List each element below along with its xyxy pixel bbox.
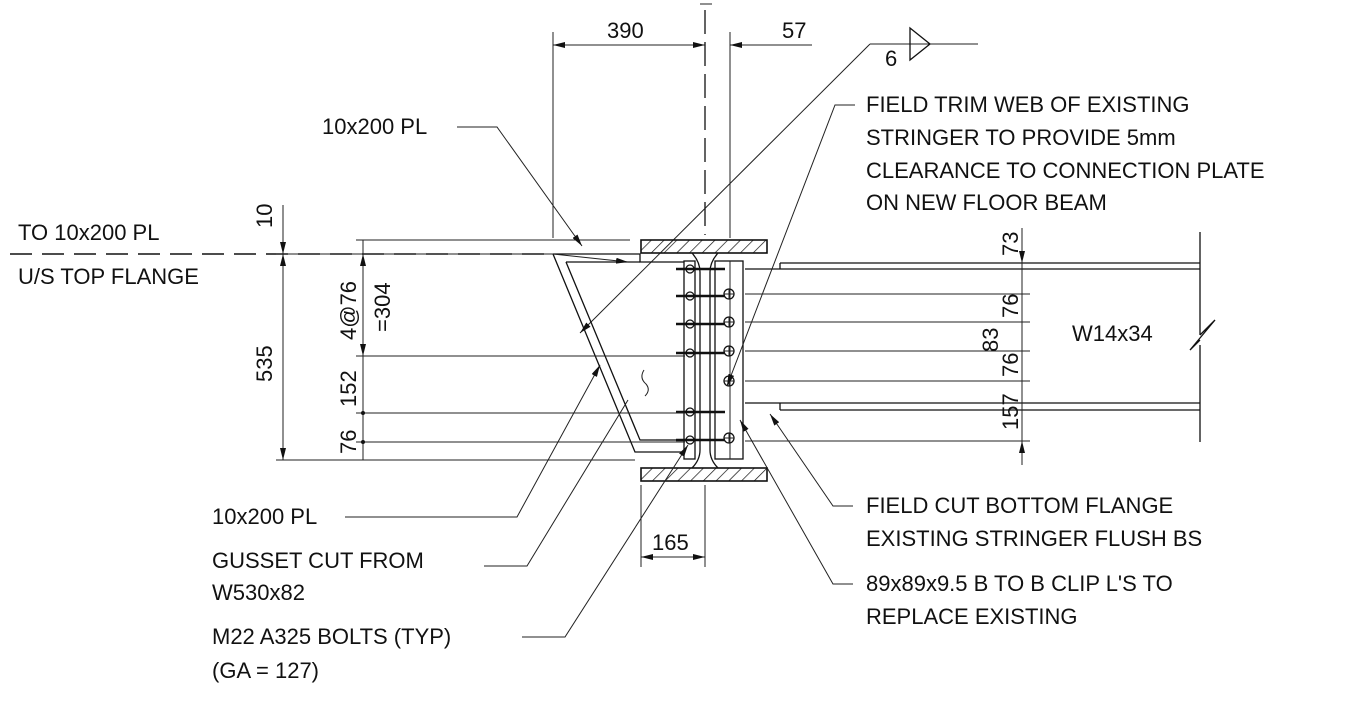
left-dimension-chain: 10 535 4@76 =304 152 76: [252, 204, 685, 461]
existing-stringer: [745, 232, 1216, 442]
dimension-165-label: 165: [652, 530, 689, 555]
floor-beam-bottom-flange: [640, 467, 768, 482]
bolt: [676, 319, 725, 329]
dimension-390: 390: [552, 18, 705, 238]
weld-size-label: 6: [885, 46, 897, 71]
dimension-10-label: 10: [252, 204, 277, 228]
clip-note-line-2: REPLACE EXISTING: [866, 604, 1078, 629]
leader-lines: [345, 104, 855, 638]
weld-symbol: 6: [579, 26, 978, 334]
dimension-390-label: 390: [607, 18, 644, 43]
bolt-group: [676, 264, 725, 445]
underside-flange-label: U/S TOP FLANGE: [18, 264, 199, 289]
dimension-83-label: 83: [978, 328, 1003, 352]
bolt: [676, 291, 725, 301]
plate-label-bottom: 10x200 PL: [212, 504, 317, 529]
bolts-label-line-1: M22 A325 BOLTS (TYP): [212, 624, 451, 649]
top-plate-reference-label: TO 10x200 PL: [18, 220, 159, 245]
cut-note-line-1: FIELD CUT BOTTOM FLANGE: [866, 493, 1173, 518]
dimension-76a-label: 76: [998, 294, 1023, 318]
dimension-152-label: 152: [336, 370, 361, 407]
dimension-76b-label: 76: [998, 353, 1023, 377]
dimension-76-left-label: 76: [336, 430, 361, 454]
dimension-57: 57: [729, 18, 812, 238]
floor-beam-top-flange: [640, 239, 768, 254]
cut-note-line-2: EXISTING STRINGER FLUSH BS: [866, 526, 1202, 551]
gusset-plate: [552, 253, 684, 453]
trim-note-line-1: FIELD TRIM WEB OF EXISTING: [866, 92, 1190, 117]
plate-label-top: 10x200 PL: [322, 114, 427, 139]
trim-note-line-2: STRINGER TO PROVIDE 5mm: [866, 125, 1176, 150]
dimension-157-label: 157: [998, 393, 1023, 430]
floor-beam-web: [691, 252, 719, 469]
gusset-label-line-1: GUSSET CUT FROM: [212, 548, 424, 573]
bolts-label-line-2: (GA = 127): [212, 658, 319, 683]
stringer-size-label: W14x34: [1072, 321, 1153, 346]
dimension-165: 165: [640, 485, 706, 567]
clip-note-line-1: 89x89x9.5 B TO B CLIP L'S TO: [866, 571, 1173, 596]
dimension-535-label: 535: [252, 345, 277, 382]
dimension-57-label: 57: [782, 18, 806, 43]
clip-angle-bolt-holes: [723, 288, 735, 444]
beam-centerline: [700, 3, 712, 235]
bolt: [676, 264, 725, 274]
trim-note-line-4: ON NEW FLOOR BEAM: [866, 190, 1107, 215]
gusset-label-line-2: W530x82: [212, 580, 305, 605]
dimension-4at76-label: 4@76: [336, 281, 361, 340]
stringer-dimension-chain: 73 76 83 76 157: [745, 228, 1030, 465]
bolt: [676, 407, 725, 417]
bolt: [676, 435, 725, 445]
connection-plate: [683, 260, 744, 460]
bolt: [676, 348, 725, 358]
trim-note-line-3: CLEARANCE TO CONNECTION PLATE: [866, 158, 1265, 183]
dimension-73-label: 73: [998, 232, 1023, 256]
dimension-304-label: =304: [370, 282, 395, 332]
